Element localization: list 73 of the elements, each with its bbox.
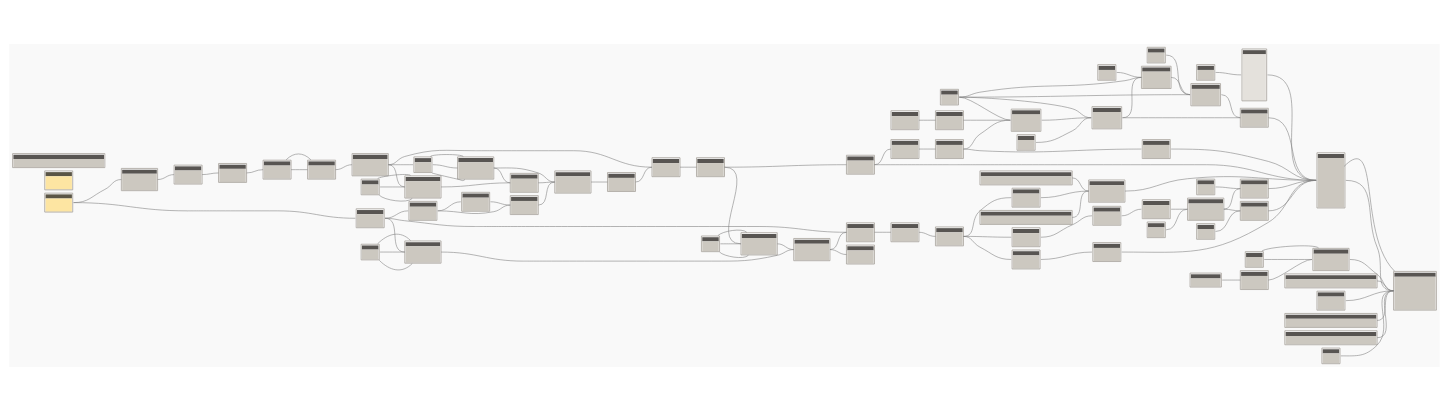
connector (717, 229, 748, 236)
connector (201, 172, 219, 175)
connector (440, 249, 794, 262)
connector (384, 210, 409, 219)
connector (1221, 279, 1241, 281)
connector (157, 174, 175, 180)
connector (538, 181, 556, 206)
connector (1040, 251, 1093, 260)
connector (437, 204, 511, 214)
connector (1268, 117, 1317, 181)
connector (432, 164, 458, 169)
connector (1215, 72, 1242, 76)
connector (1116, 72, 1142, 78)
connector (963, 119, 1011, 121)
connector (1223, 188, 1241, 210)
connector (1165, 54, 1191, 95)
connector (335, 164, 353, 170)
connector (1071, 190, 1089, 218)
connector (1223, 208, 1241, 212)
connector (290, 169, 308, 170)
connector (379, 186, 406, 188)
connector (874, 232, 892, 233)
connector (1215, 210, 1241, 232)
connector (590, 181, 608, 183)
connector (635, 166, 653, 183)
connector (440, 182, 511, 188)
connector (377, 233, 411, 245)
connector (874, 148, 892, 165)
connector (378, 194, 413, 202)
connector (1261, 245, 1319, 252)
connector (388, 150, 653, 168)
connector (963, 197, 1012, 237)
connector (918, 232, 936, 237)
connector (719, 251, 749, 258)
connector (679, 166, 697, 168)
connector (1349, 259, 1394, 292)
connector (829, 232, 847, 250)
connector (1165, 208, 1188, 231)
connector (377, 174, 411, 179)
connector (246, 169, 264, 174)
connector (379, 251, 406, 253)
connector (431, 172, 466, 181)
connector (1121, 208, 1142, 217)
connector (1035, 117, 1092, 143)
connector (493, 167, 556, 183)
connector (1121, 180, 1317, 253)
connector (918, 148, 936, 150)
connector (1267, 74, 1317, 181)
connector (963, 148, 1142, 153)
connector (1221, 94, 1241, 119)
connector (490, 201, 511, 206)
connector (73, 202, 356, 219)
connector (1345, 180, 1394, 292)
connector (1040, 215, 1093, 238)
connector (538, 181, 556, 184)
connector (285, 153, 312, 161)
connector (720, 243, 742, 245)
connector (776, 243, 794, 250)
connector (1041, 117, 1092, 121)
connector (1263, 259, 1313, 260)
connector (378, 260, 413, 271)
connector (1268, 259, 1313, 281)
connector (963, 236, 1012, 260)
connector (963, 119, 1011, 150)
connector (1376, 280, 1394, 292)
connector (829, 249, 847, 255)
connector (918, 119, 936, 121)
connector (1340, 290, 1394, 357)
connector (724, 164, 847, 168)
connector (430, 154, 464, 157)
connector (1343, 158, 1395, 272)
connector (1215, 186, 1241, 189)
connector (1071, 177, 1089, 192)
